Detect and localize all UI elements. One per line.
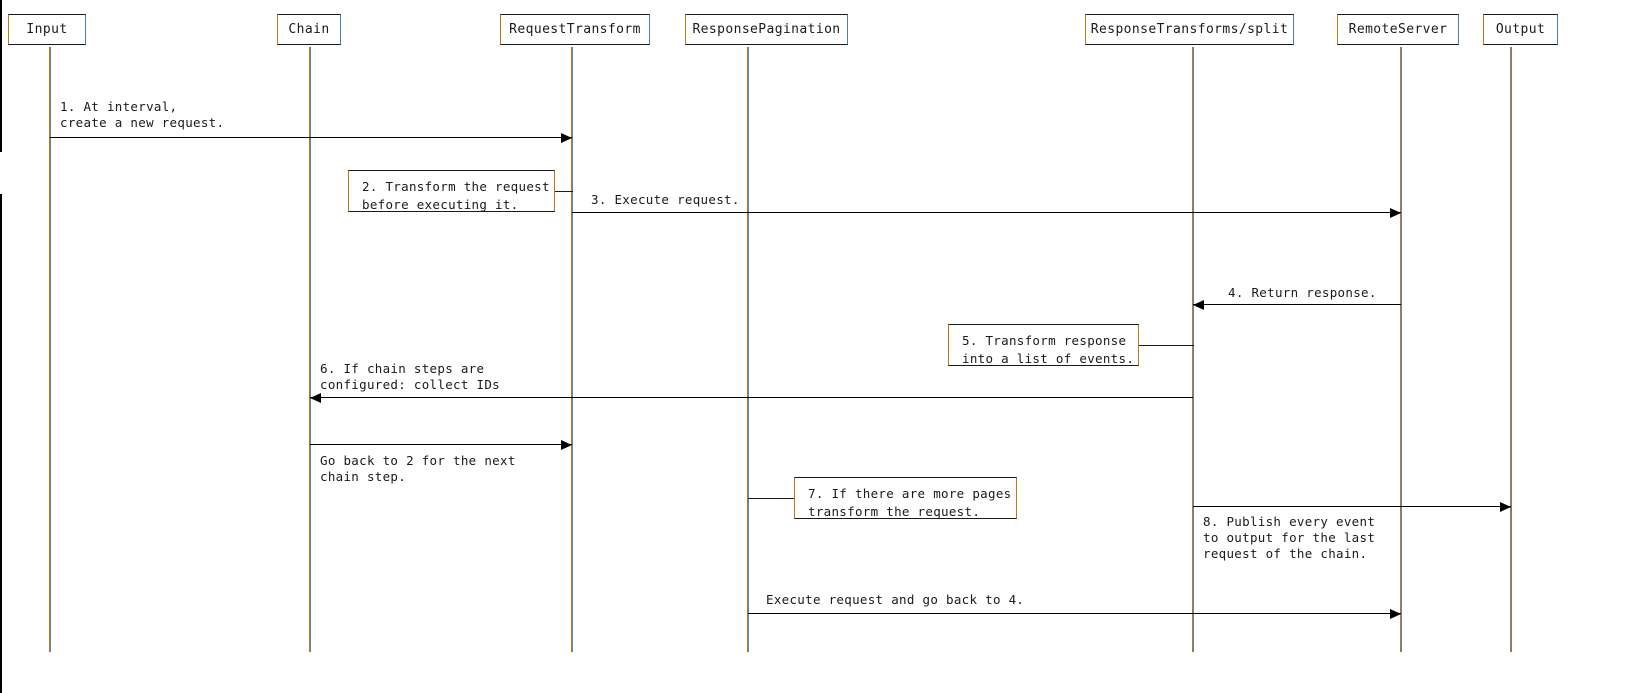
- arrowhead-m4: [1193, 300, 1204, 310]
- message-arrow-m1: [50, 137, 572, 138]
- participant-output[interactable]: Output: [1483, 14, 1558, 45]
- participant-chain[interactable]: Chain: [277, 14, 341, 45]
- note-text: 7. If there are more pages transform the…: [808, 486, 1012, 519]
- participant-label: RequestTransform: [509, 22, 641, 37]
- lifeline-reqtrans: [571, 47, 573, 652]
- message-label-m8: 8. Publish every event to output for the…: [1203, 514, 1376, 561]
- note-n5[interactable]: 5. Transform response into a list of eve…: [948, 324, 1139, 366]
- participant-label: RemoteServer: [1348, 22, 1448, 37]
- message-arrow-m8: [1193, 506, 1511, 507]
- message-label-m6: 6. If chain steps are configured: collec…: [320, 361, 500, 392]
- participant-input[interactable]: Input: [8, 14, 86, 45]
- lifeline-respPage: [747, 47, 749, 652]
- arrowhead-m-goback: [561, 440, 572, 450]
- message-arrow-m-goback: [310, 444, 572, 445]
- message-label-m-goback: Go back to 2 for the next chain step.: [320, 453, 516, 484]
- note-connector-n7: [748, 498, 795, 499]
- note-text: 2. Transform the request before executin…: [362, 179, 550, 212]
- arrowhead-m3: [1390, 208, 1401, 218]
- note-connector-n2: [555, 191, 573, 192]
- participant-respPage[interactable]: ResponsePagination: [685, 14, 848, 45]
- participant-respSplit[interactable]: ResponseTransforms/split: [1085, 14, 1294, 45]
- note-n7[interactable]: 7. If there are more pages transform the…: [794, 477, 1017, 519]
- left-edge-lower: [0, 194, 2, 693]
- lifeline-chain: [309, 47, 311, 652]
- arrowhead-m8: [1500, 502, 1511, 512]
- message-arrow-m4: [1193, 304, 1401, 305]
- participant-reqtrans[interactable]: RequestTransform: [500, 14, 650, 45]
- lifeline-respSplit: [1192, 47, 1194, 652]
- participant-label: Input: [26, 22, 68, 37]
- message-arrow-m3: [572, 212, 1401, 213]
- message-label-m3: 3. Execute request.: [591, 192, 740, 207]
- lifeline-remote: [1400, 47, 1402, 652]
- message-label-m-exec: Execute request and go back to 4.: [766, 592, 1025, 607]
- participant-label: Output: [1495, 22, 1546, 37]
- arrowhead-m-exec: [1390, 609, 1401, 619]
- message-label-m4: 4. Return response.: [1228, 285, 1377, 300]
- message-arrow-m6: [310, 397, 1193, 398]
- note-text: 5. Transform response into a list of eve…: [962, 333, 1135, 366]
- arrowhead-m1: [561, 133, 572, 143]
- note-connector-n5: [1139, 345, 1194, 346]
- arrowhead-m6: [310, 393, 321, 403]
- participant-remote[interactable]: RemoteServer: [1337, 14, 1459, 45]
- participant-label: ResponsePagination: [692, 22, 841, 37]
- left-edge-upper: [0, 0, 2, 152]
- message-label-m1: 1. At interval, create a new request.: [60, 99, 225, 130]
- participant-label: ResponseTransforms/split: [1090, 22, 1289, 37]
- note-n2[interactable]: 2. Transform the request before executin…: [348, 170, 555, 212]
- participant-label: Chain: [288, 22, 330, 37]
- lifeline-output: [1510, 47, 1512, 652]
- lifeline-input: [49, 47, 51, 652]
- message-arrow-m-exec: [748, 613, 1401, 614]
